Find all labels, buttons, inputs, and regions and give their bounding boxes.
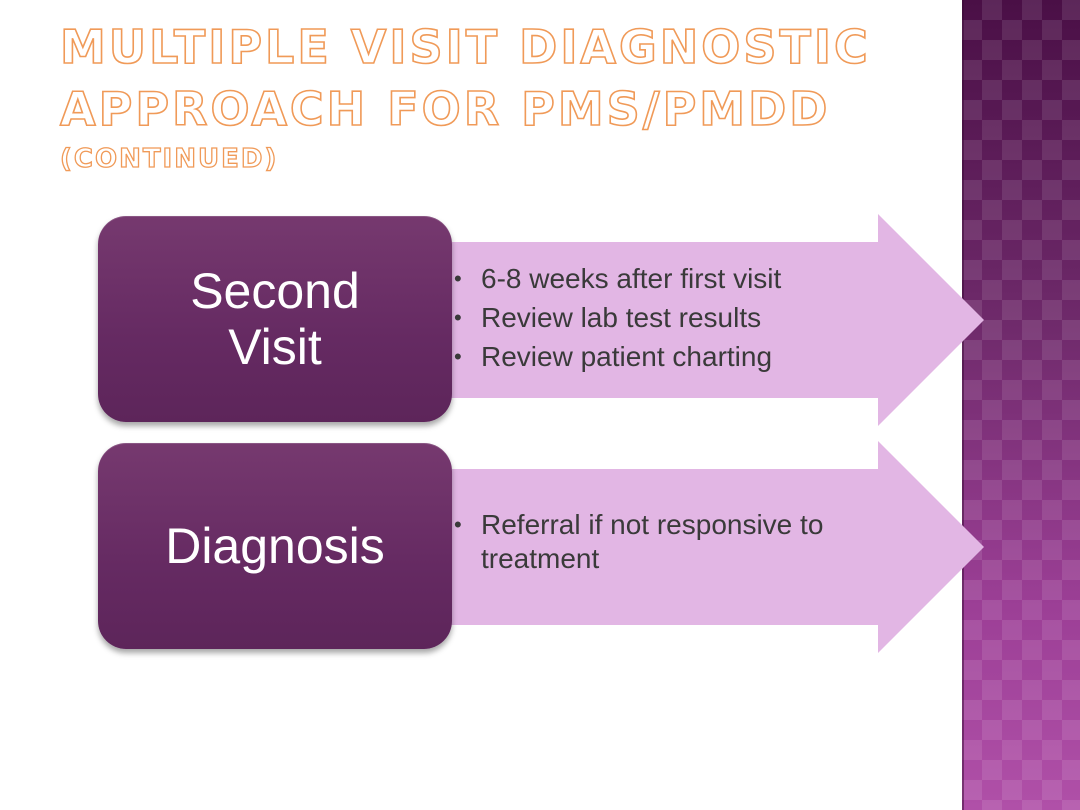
bullet-text: Referral if not responsive to treatment: [481, 509, 824, 574]
arrow-shape-diagnosis: [428, 441, 984, 653]
title-line-2: Approach for PMS/PMDD: [59, 81, 831, 137]
bullet-item: • Review patient charting: [454, 340, 894, 374]
bullet-dot: •: [454, 305, 462, 330]
label-second-visit: Second Visit: [190, 263, 360, 375]
title-subtitle: (continued): [59, 143, 279, 174]
bullet-text: Review lab test results: [481, 302, 762, 333]
slide-title: Multiple Visit Diagnostic Approach for P…: [59, 18, 940, 176]
bullet-text: 6-8 weeks after first visit: [481, 263, 782, 294]
diagram-row-second-visit: Second Visit • 6-8 weeks after first vis…: [98, 214, 988, 426]
title-line-1: Multiple Visit Diagnostic: [59, 19, 871, 75]
bullet-dot: •: [454, 344, 462, 369]
bullet-list-second-visit: • 6-8 weeks after first visit • Review l…: [454, 262, 894, 379]
decorative-side-band: [962, 0, 1080, 810]
bullet-item: • 6-8 weeks after first visit: [454, 262, 894, 296]
bullet-text: Review patient charting: [481, 341, 773, 372]
bullet-list-diagnosis: • Referral if not responsive to treatmen…: [454, 508, 894, 581]
bullet-dot: •: [454, 266, 462, 291]
diagram-row-diagnosis: Diagnosis • Referral if not responsive t…: [98, 441, 988, 653]
bullet-dot: •: [454, 512, 462, 537]
arrow-shape-second-visit: [428, 214, 984, 426]
bullet-item: • Referral if not responsive to treatmen…: [454, 508, 894, 576]
label-diagnosis: Diagnosis: [165, 518, 385, 574]
bullet-item: • Review lab test results: [454, 301, 894, 335]
label-box-second-visit: Second Visit: [98, 216, 452, 422]
label-box-diagnosis: Diagnosis: [98, 443, 452, 649]
side-band-edge: [962, 0, 964, 810]
